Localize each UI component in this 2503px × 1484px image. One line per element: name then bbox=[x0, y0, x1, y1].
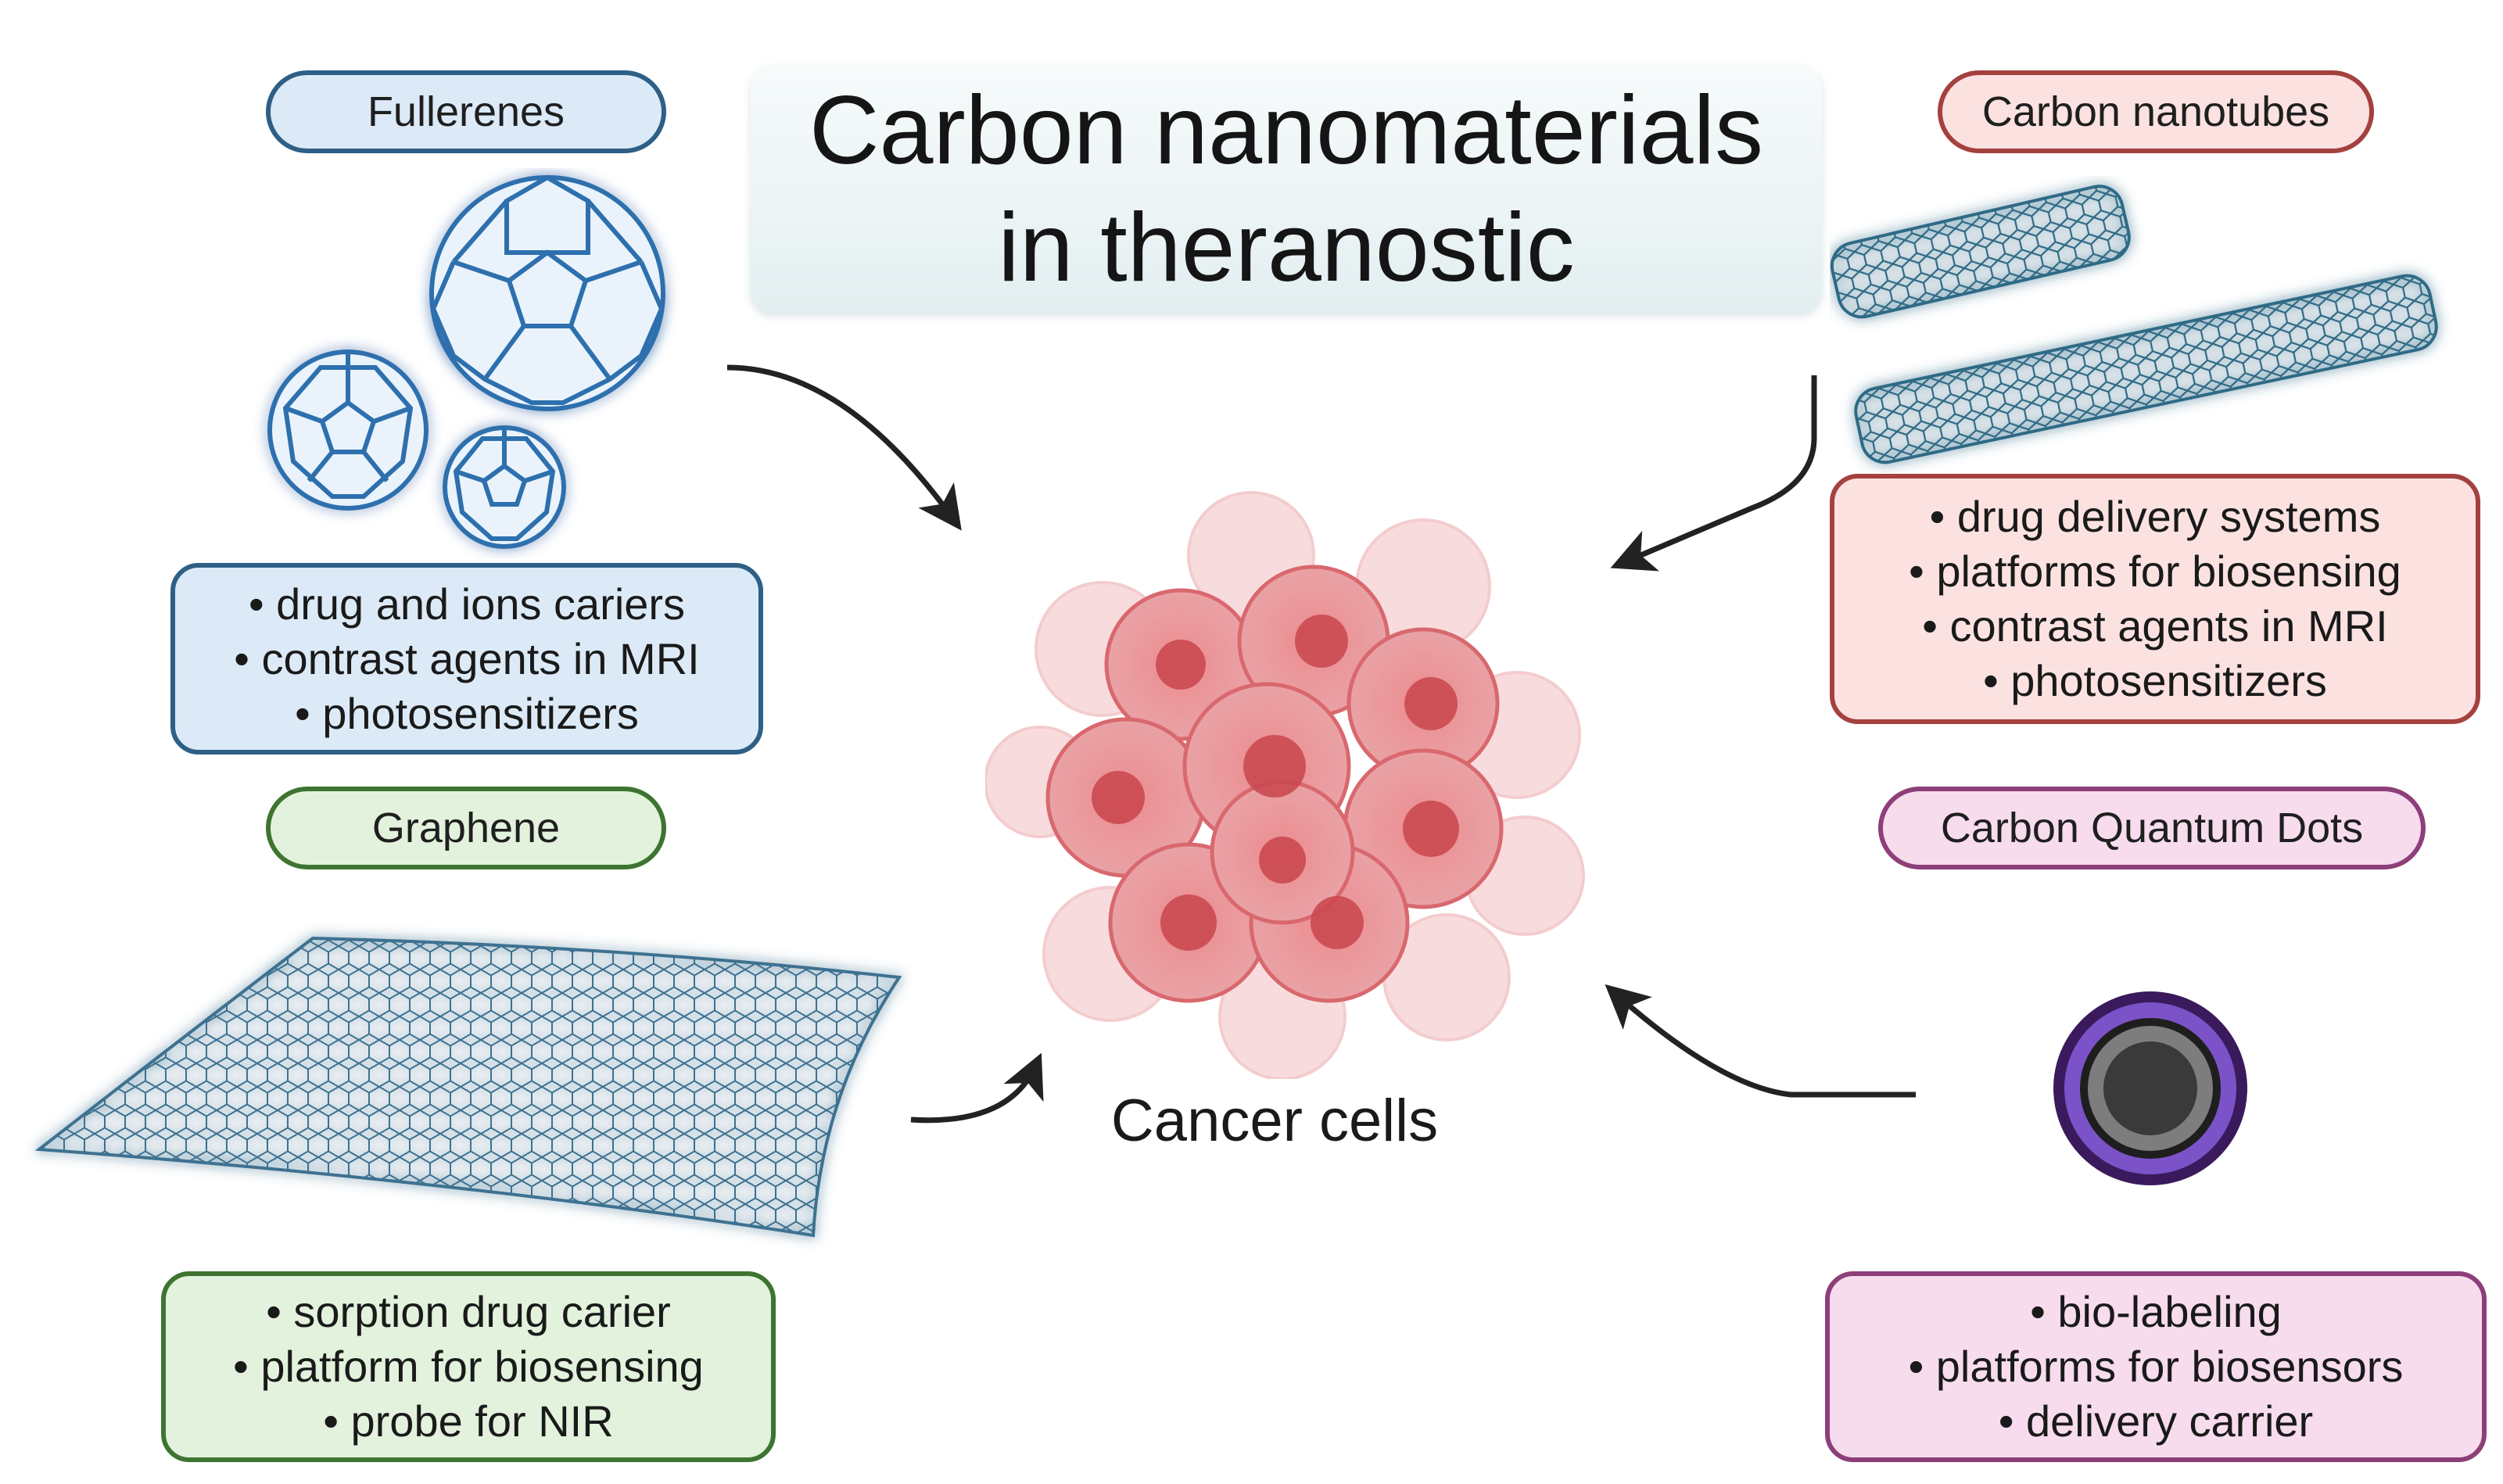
fullerene-large bbox=[429, 174, 665, 411]
fullerenes-use-1: • drug and ions cariers bbox=[248, 579, 686, 629]
title-line-1: Carbon nanomaterials bbox=[809, 77, 1764, 185]
cancer-cells-icon bbox=[985, 491, 1585, 1079]
title-line-2: in theranostic bbox=[998, 194, 1575, 302]
nanotubes-use-3: • contrast agents in MRI bbox=[1922, 601, 2388, 651]
nanotubes-use-4: • photosensitizers bbox=[1983, 656, 2327, 705]
quantum-dots-label: Carbon Quantum Dots bbox=[1878, 787, 2426, 869]
title-panel: Carbon nanomaterials in theranostic bbox=[751, 66, 1822, 313]
arrow-quantum-dots bbox=[1605, 984, 1916, 1098]
fullerenes-uses-box: • drug and ions cariers • contrast agent… bbox=[170, 563, 763, 755]
graphene-use-2: • platform for biosensing bbox=[233, 1342, 704, 1391]
fullerene-medium bbox=[267, 349, 429, 511]
fullerene-icon bbox=[267, 174, 665, 549]
quantum-dots-uses-box: • bio-labeling • platforms for biosensor… bbox=[1825, 1271, 2487, 1462]
quantum-dots-use-2: • platforms for biosensors bbox=[1908, 1342, 2404, 1391]
fullerene-small bbox=[443, 425, 566, 549]
graphene-sheet-icon bbox=[34, 936, 902, 1238]
graphene-uses-box: • sorption drug carier • platform for bi… bbox=[161, 1271, 776, 1462]
fullerenes-use-3: • photosensitizers bbox=[295, 688, 639, 738]
nanotubes-uses-box: • drug delivery systems • platforms for … bbox=[1830, 474, 2480, 724]
cancer-cells-label: Cancer cells bbox=[1110, 1088, 1439, 1154]
fullerenes-label: Fullerenes bbox=[266, 70, 666, 153]
quantum-dots-use-1: • bio-labeling bbox=[2030, 1287, 2282, 1336]
nanotubes-use-2: • platforms for biosensing bbox=[1909, 547, 2401, 596]
fullerenes-use-2: • contrast agents in MRI bbox=[234, 633, 700, 683]
graphene-use-3: • probe for NIR bbox=[323, 1396, 614, 1446]
arrow-nanotubes bbox=[1610, 375, 1817, 572]
graphene-use-1: • sorption drug carier bbox=[266, 1287, 671, 1336]
nanotube-icon bbox=[1830, 185, 2438, 464]
quantum-dots-use-3: • delivery carrier bbox=[1998, 1396, 2314, 1446]
arrow-fullerenes bbox=[726, 364, 962, 531]
graphene-label: Graphene bbox=[266, 787, 666, 869]
nanotubes-label: Carbon nanotubes bbox=[1938, 70, 2374, 153]
arrow-graphene bbox=[910, 1052, 1044, 1124]
nanotubes-use-1: • drug delivery systems bbox=[1929, 492, 2381, 541]
quantum-dot-icon bbox=[2053, 991, 2247, 1185]
